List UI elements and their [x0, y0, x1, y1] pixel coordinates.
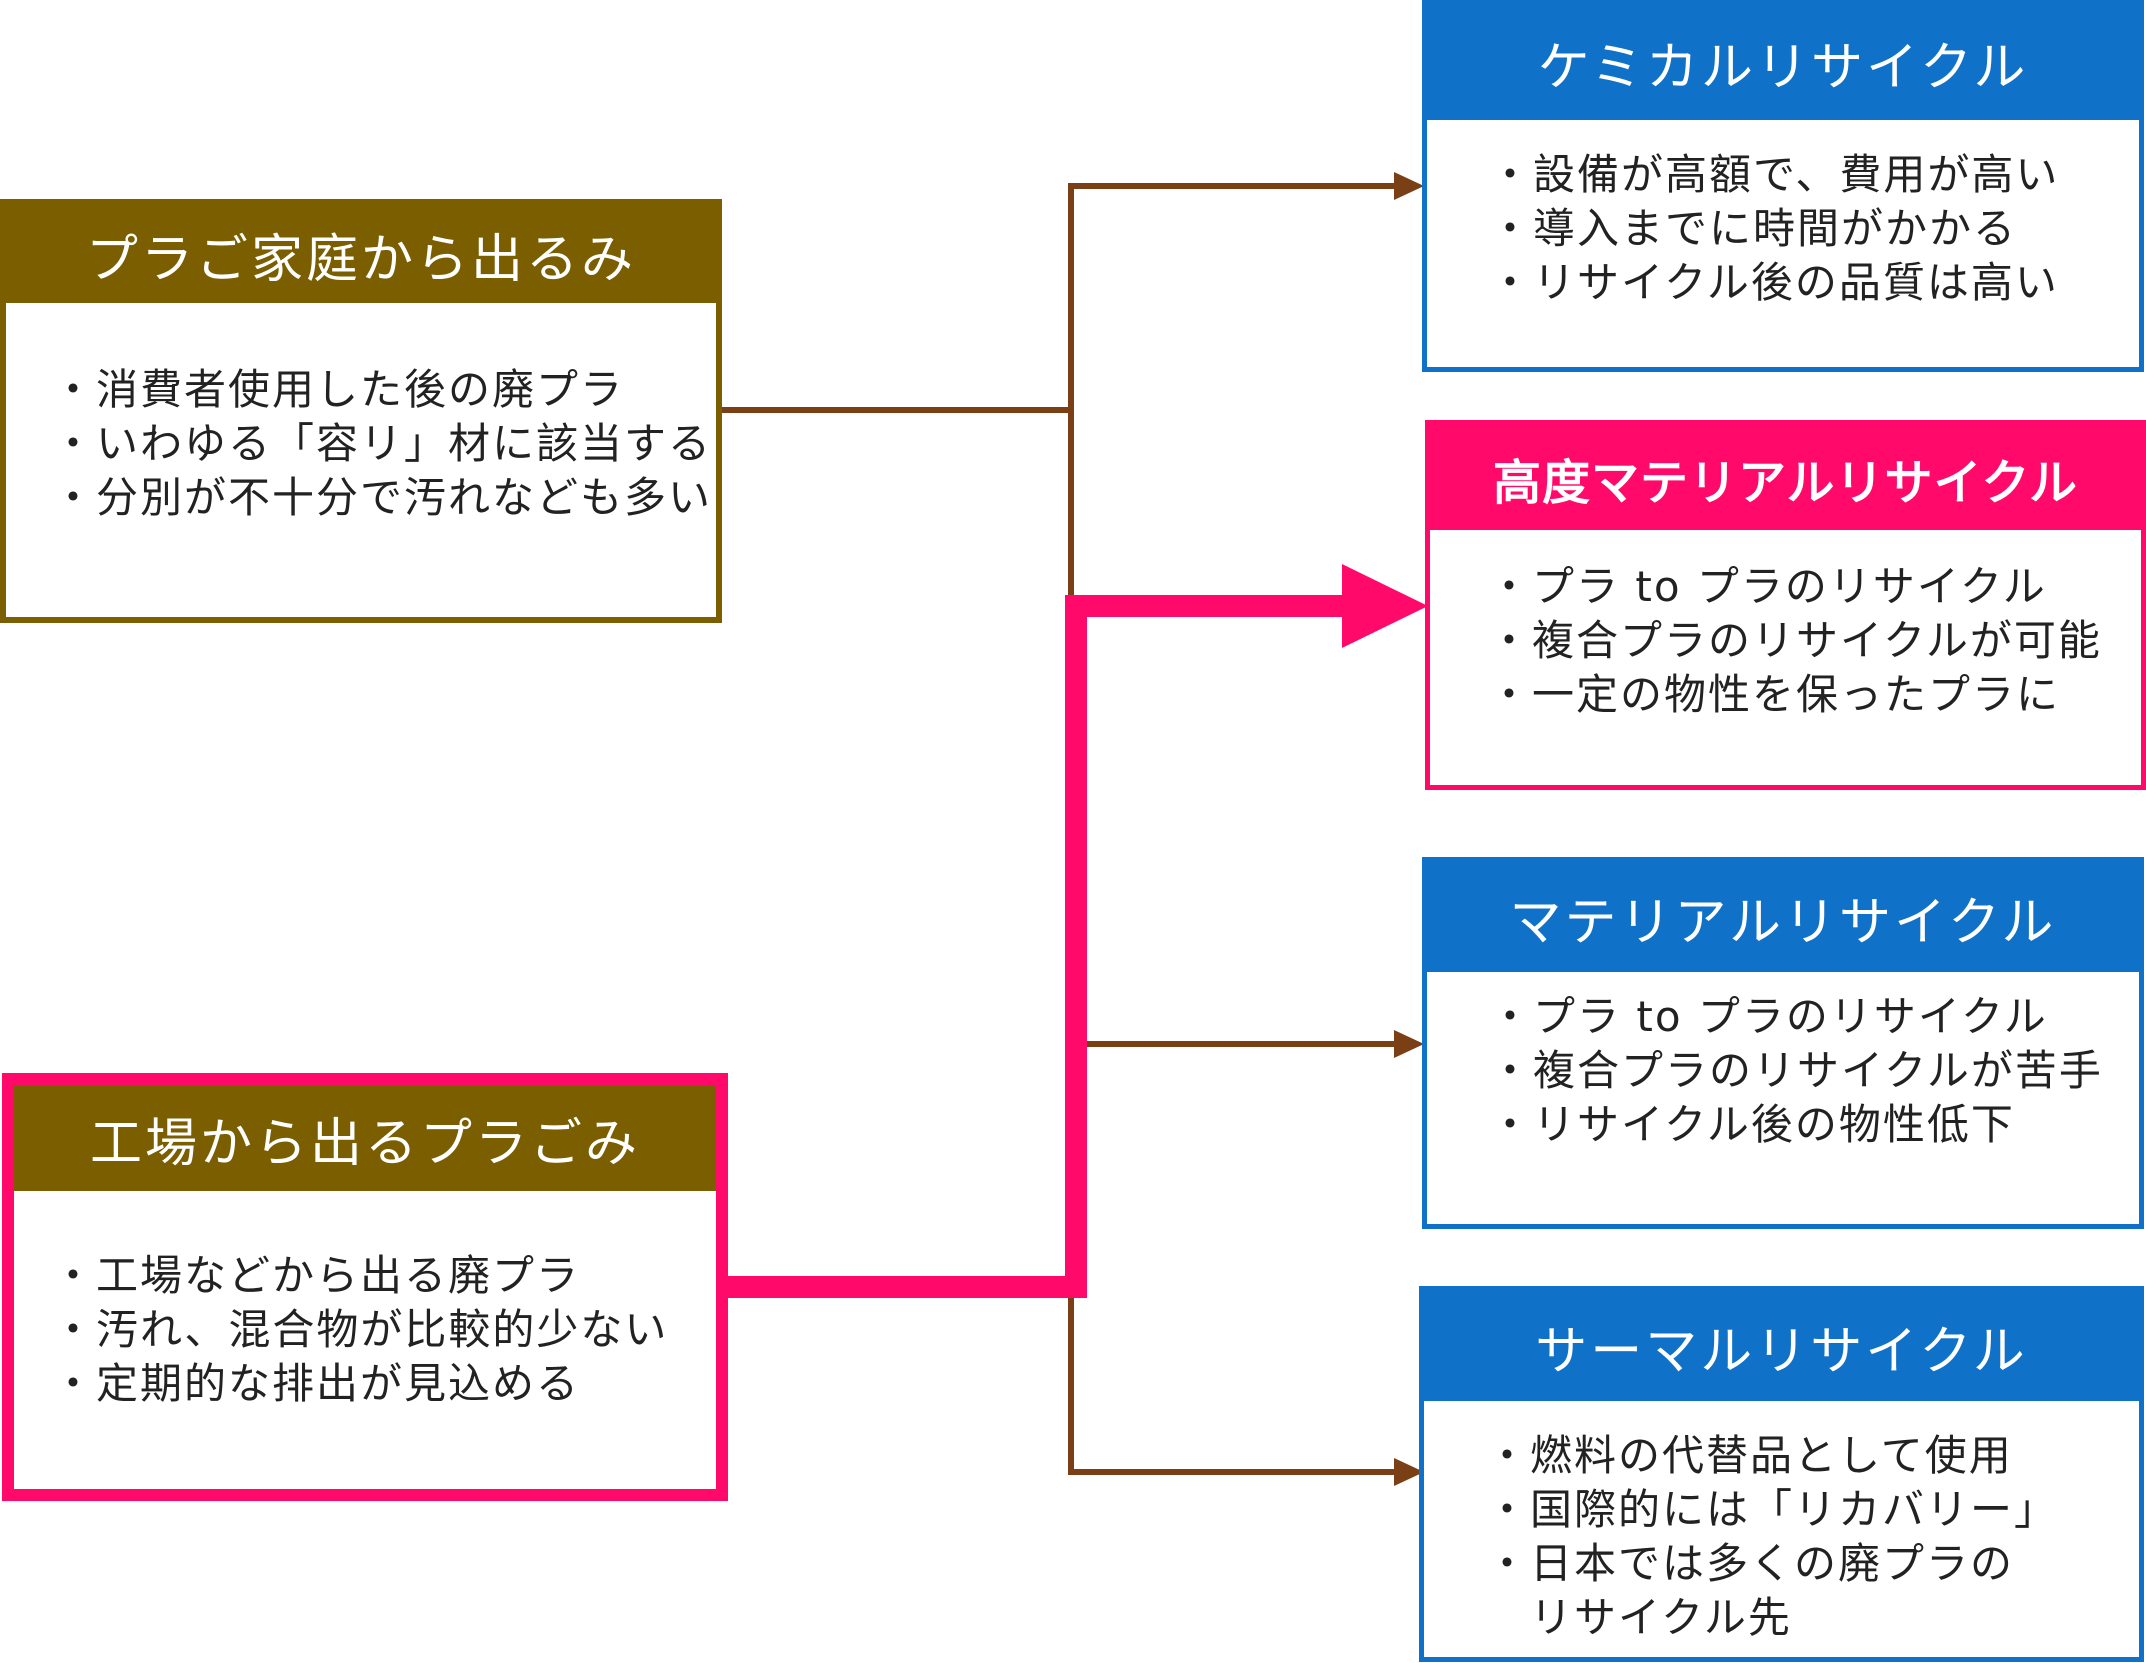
list-item: ・いわゆる「容リ」材に該当する: [52, 419, 713, 468]
destination-advanced-list: ・プラ to プラのリサイクル ・複合プラのリサイクルが可能 ・一定の物性を保っ…: [1430, 530, 2141, 722]
source-household-list: ・消費者使用した後の廃プラ ・いわゆる「容リ」材に該当する ・分別が不十分で汚れ…: [6, 303, 716, 525]
source-factory-box: 工場から出るプラごみ ・工場などから出る廃プラ ・汚れ、混合物が比較的少ない ・…: [2, 1073, 728, 1501]
list-item: ・国際的には「リカバリー」: [1486, 1485, 2059, 1534]
list-item: ・リサイクル後の物性低下: [1489, 1100, 2015, 1149]
list-item: リサイクル先: [1486, 1593, 1792, 1642]
destination-advanced-box: 高度マテリアルリサイクル ・プラ to プラのリサイクル ・複合プラのリサイクル…: [1425, 420, 2146, 790]
arrowhead-advanced: [1342, 564, 1428, 648]
list-item: ・汚れ、混合物が比較的少ない: [52, 1305, 669, 1354]
list-item: ・分別が不十分で汚れなども多い: [52, 473, 713, 522]
list-item: ・定期的な排出が見込める: [52, 1359, 581, 1408]
destination-chemical-box: ケミカルリサイクル ・設備が高額で、費用が高い ・導入までに時間がかかる ・リサ…: [1422, 0, 2144, 372]
list-item: ・消費者使用した後の廃プラ: [52, 365, 625, 414]
destination-chemical-list: ・設備が高額で、費用が高い ・導入までに時間がかかる ・リサイクル後の品質は高い: [1427, 120, 2139, 310]
destination-material-title: マテリアルリサイクル: [1427, 862, 2139, 972]
source-household-title: プラご家庭から出るみ: [6, 205, 716, 303]
source-factory-title: 工場から出るプラごみ: [14, 1085, 716, 1191]
list-item: ・プラ to プラのリサイクル: [1488, 562, 2047, 611]
source-household-box: プラご家庭から出るみ ・消費者使用した後の廃プラ ・いわゆる「容リ」材に該当する…: [0, 199, 722, 623]
source-factory-list: ・工場などから出る廃プラ ・汚れ、混合物が比較的少ない ・定期的な排出が見込める: [14, 1191, 716, 1411]
list-item: ・リサイクル後の品質は高い: [1489, 258, 2059, 307]
list-item: ・導入までに時間がかかる: [1489, 204, 2018, 253]
destination-thermal-box: サーマルリサイクル ・燃料の代替品として使用 ・国際的には「リカバリー」 ・日本…: [1419, 1286, 2144, 1662]
list-item: ・工場などから出る廃プラ: [52, 1251, 581, 1300]
destination-thermal-title: サーマルリサイクル: [1424, 1291, 2139, 1401]
list-item: ・日本では多くの廃プラの: [1486, 1539, 2015, 1588]
list-item: ・一定の物性を保ったプラに: [1488, 670, 2061, 719]
list-item: ・複合プラのリサイクルが可能: [1488, 616, 2102, 665]
destination-chemical-title: ケミカルリサイクル: [1427, 5, 2139, 120]
destination-advanced-title: 高度マテリアルリサイクル: [1430, 425, 2141, 530]
list-item: ・設備が高額で、費用が高い: [1489, 150, 2060, 199]
destination-material-list: ・プラ to プラのリサイクル ・複合プラのリサイクルが苦手 ・リサイクル後の物…: [1427, 972, 2139, 1152]
destination-thermal-list: ・燃料の代替品として使用 ・国際的には「リカバリー」 ・日本では多くの廃プラの …: [1424, 1401, 2139, 1645]
list-item: ・複合プラのリサイクルが苦手: [1489, 1046, 2103, 1095]
highlight-path: [728, 595, 1345, 1298]
destination-material-box: マテリアルリサイクル ・プラ to プラのリサイクル ・複合プラのリサイクルが苦…: [1422, 857, 2144, 1229]
arrowhead-material: [1394, 1030, 1424, 1058]
arrowhead-chemical: [1394, 172, 1424, 200]
list-item: ・燃料の代替品として使用: [1486, 1431, 2013, 1480]
list-item: ・プラ to プラのリサイクル: [1489, 992, 2048, 1041]
